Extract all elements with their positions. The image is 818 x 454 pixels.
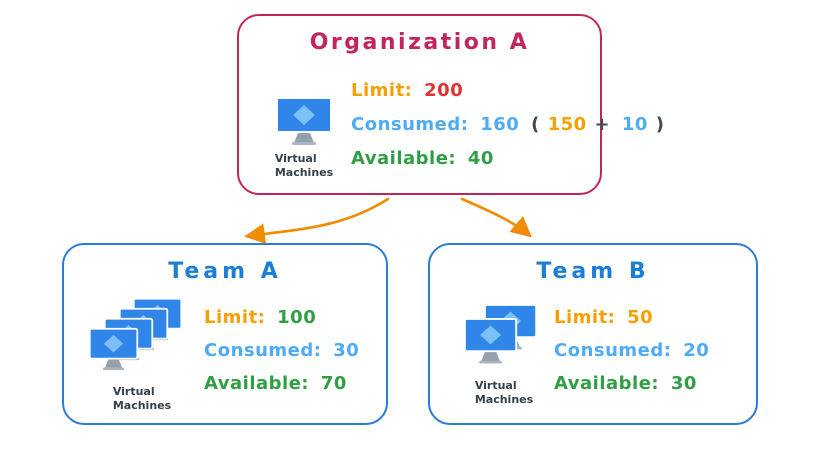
available-label: Available: xyxy=(554,373,660,394)
limit-value: 100 xyxy=(277,307,317,328)
organization-a-title: Organization A xyxy=(309,30,530,55)
virtual-machines-cluster-icon xyxy=(88,297,183,371)
limit-value: 50 xyxy=(627,307,654,328)
limit-label: Limit: xyxy=(351,80,413,101)
team-a-consumed-row: Consumed: 30 xyxy=(204,340,364,361)
team-b-consumed-row: Consumed: 20 xyxy=(554,340,714,361)
plus-sign: + xyxy=(594,114,611,135)
paren-close: ) xyxy=(655,114,665,135)
limit-value: 200 xyxy=(424,80,464,101)
team-a-limit-row: Limit: 100 xyxy=(204,307,364,328)
vm-icon-label: Virtual Machines xyxy=(274,152,334,179)
available-value: 30 xyxy=(670,373,697,394)
team-a-stats: Limit: 100 Consumed: 30 Available: 70 xyxy=(204,307,364,394)
team-b-stats: Limit: 50 Consumed: 20 Available: 30 xyxy=(554,307,714,394)
team-a-title: Team A xyxy=(168,259,282,284)
team-a-card: Team A Virtual Machines Limit: 100 Consu… xyxy=(62,243,388,425)
team-a-vm-icon-block: Virtual Machines xyxy=(84,297,200,413)
virtual-machines-cluster-icon xyxy=(463,303,538,365)
org-stats: Limit: 200 Consumed: 160 ( 150 + 10 ) Av… xyxy=(351,80,669,169)
org-consumed-row: Consumed: 160 ( 150 + 10 ) xyxy=(351,114,669,135)
limit-label: Limit: xyxy=(554,307,616,328)
consumed-breakdown-b: 10 xyxy=(621,114,648,135)
available-label: Available: xyxy=(204,373,310,394)
arrow-org-to-team-a xyxy=(244,197,390,245)
team-b-limit-row: Limit: 50 xyxy=(554,307,714,328)
team-b-title: Team B xyxy=(536,259,650,284)
consumed-label: Consumed: xyxy=(554,340,672,361)
consumed-label: Consumed: xyxy=(351,114,469,135)
consumed-value: 20 xyxy=(683,340,710,361)
organization-a-card: Organization A Virtual Machines Limit: 2… xyxy=(237,14,664,195)
consumed-value: 30 xyxy=(333,340,360,361)
consumed-label: Consumed: xyxy=(204,340,322,361)
team-b-card: Team B Virtual Machines Limit: 50 Consum… xyxy=(428,243,758,425)
virtual-machine-icon xyxy=(276,97,332,146)
team-b-available-row: Available: 30 xyxy=(554,373,714,394)
org-limit-row: Limit: 200 xyxy=(351,80,669,101)
available-value: 70 xyxy=(320,373,347,394)
org-vm-icon-block: Virtual Machines xyxy=(267,96,341,180)
limit-label: Limit: xyxy=(204,307,266,328)
available-label: Available: xyxy=(351,148,457,169)
consumed-value: 160 xyxy=(480,114,520,135)
org-available-row: Available: 40 xyxy=(351,148,669,169)
vm-icon-label: Virtual Machines xyxy=(474,379,534,406)
arrow-org-to-team-b xyxy=(460,197,532,238)
consumed-breakdown-a: 150 xyxy=(547,114,587,135)
vm-icon-label: Virtual Machines xyxy=(112,385,172,412)
available-value: 40 xyxy=(467,148,494,169)
team-a-available-row: Available: 70 xyxy=(204,373,364,394)
paren-open: ( xyxy=(531,114,540,135)
team-b-vm-icon-block: Virtual Machines xyxy=(458,303,550,407)
